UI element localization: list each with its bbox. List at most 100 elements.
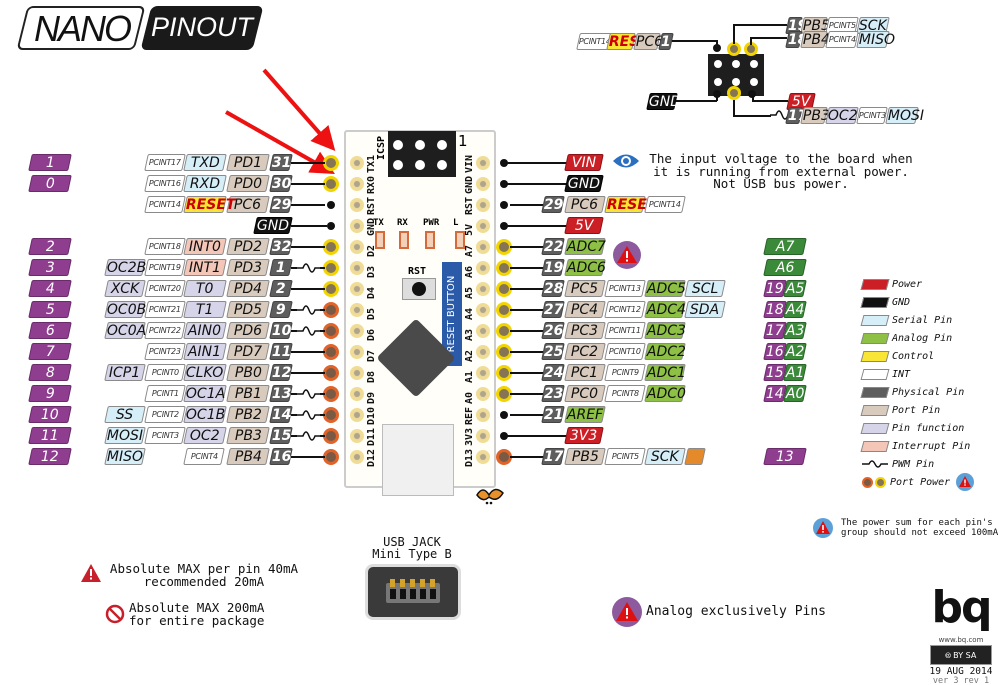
legend-label: GND xyxy=(892,296,911,308)
board-label-left: D12 xyxy=(366,448,377,467)
pin-dot xyxy=(327,222,335,230)
analog-pin-A1: A1 xyxy=(783,364,807,381)
board-pad-right xyxy=(476,198,490,212)
cc-license-badge[interactable]: 🅭 BY SA xyxy=(930,645,992,665)
max-package-note: Absolute MAX 200mA for entire package xyxy=(129,600,265,628)
board-pad-left xyxy=(350,177,364,191)
board-label-left: D4 xyxy=(366,286,377,299)
gnd-tag: GND xyxy=(564,175,604,192)
physical-pin-25: 25 xyxy=(541,343,565,360)
arduino-pin-5: 5 xyxy=(28,301,72,318)
function-OC1A: OC1A xyxy=(183,385,227,402)
pcint-PCINT3: PCINT3 xyxy=(856,107,888,124)
wire xyxy=(291,435,297,437)
board-pad-left xyxy=(350,240,364,254)
function-OC0A: OC0A xyxy=(104,322,146,339)
board-pad-left xyxy=(350,219,364,233)
wire xyxy=(510,204,543,206)
board-pad-left xyxy=(350,198,364,212)
analog-pin-A7: A7 xyxy=(763,238,807,255)
wire xyxy=(506,162,566,164)
board-label-right: A3 xyxy=(464,328,475,341)
led-icon xyxy=(425,231,435,249)
pwm-wave-icon xyxy=(297,305,323,315)
wire xyxy=(752,100,788,102)
port-power-pin xyxy=(323,302,339,318)
serial-SCK: SCK xyxy=(644,448,686,465)
icsp-pin-mosi xyxy=(727,86,741,100)
physical-pin-29: 29 xyxy=(541,196,565,213)
board-pad-left xyxy=(350,387,364,401)
wire xyxy=(291,225,327,227)
board-pad-right xyxy=(476,219,490,233)
board-pad-left xyxy=(350,366,364,380)
wire xyxy=(750,37,752,45)
analog-exclusive-icon xyxy=(612,597,642,627)
port-power-pin xyxy=(323,386,339,402)
legend-swatch xyxy=(860,422,890,434)
board-label-left: D8 xyxy=(366,370,377,383)
pcint-PCINT11: PCINT11 xyxy=(604,322,646,339)
icsp-board-pin xyxy=(437,140,447,150)
legend-label: PWM Pin xyxy=(892,458,935,470)
bq-logo: bq xyxy=(931,582,993,633)
function-OC1B: OC1B xyxy=(183,406,227,423)
pcint-PCINT19: PCINT19 xyxy=(144,259,186,276)
board-pad-right xyxy=(476,156,490,170)
pcint-PCINT2: PCINT2 xyxy=(144,406,186,423)
wire xyxy=(291,246,325,248)
legend-item: Pin function xyxy=(860,420,964,436)
pin-dot xyxy=(500,432,508,440)
legend-swatch xyxy=(860,440,890,452)
analog-AREF: AREF xyxy=(564,406,606,423)
pcint-PCINT13: PCINT13 xyxy=(604,280,646,297)
wire xyxy=(510,288,543,290)
legend-item: Interrupt Pin xyxy=(860,438,970,454)
legend-item: Physical Pin xyxy=(860,384,965,400)
wire xyxy=(291,162,325,164)
legend-label: Physical Pin xyxy=(892,386,965,398)
icsp-pin xyxy=(750,78,758,86)
wire xyxy=(510,246,543,248)
function-AIN0: AIN0 xyxy=(183,322,227,339)
pcint-PCINT8: PCINT8 xyxy=(604,385,646,402)
board-label-right: 5V xyxy=(464,223,475,236)
legend-item: Control xyxy=(860,348,934,364)
port-PB3: PB3 xyxy=(800,107,830,124)
wire xyxy=(752,94,754,101)
board-label-right: A5 xyxy=(464,286,475,299)
wire xyxy=(716,94,718,101)
port-power-pin xyxy=(323,323,339,339)
pcint-PCINT23: PCINT23 xyxy=(144,343,186,360)
pin-dot xyxy=(500,222,508,230)
physical-pin-9: 9 xyxy=(269,301,293,318)
led-builtin-icon xyxy=(684,448,706,465)
legend-item: Analog Pin xyxy=(860,330,952,346)
pcint-PCINT5: PCINT5 xyxy=(604,448,646,465)
pcint-PCINT14: PCINT14 xyxy=(144,196,186,213)
pcint-PCINT12: PCINT12 xyxy=(604,301,646,318)
port-PD1: PD1 xyxy=(226,154,270,171)
port-PC2: PC2 xyxy=(564,343,606,360)
board-label-right: A1 xyxy=(464,370,475,383)
wire xyxy=(510,309,543,311)
title-logo: NANO PINOUT xyxy=(14,6,264,54)
pwm-wave-icon xyxy=(297,326,323,336)
serial-SDA: SDA xyxy=(684,301,726,318)
physical-pin-1: 1 xyxy=(269,259,293,276)
wire xyxy=(510,372,543,374)
port-power-yellow-icon xyxy=(875,476,886,488)
analog-ADC3: ADC3 xyxy=(644,322,686,339)
board-label-right: 3V3 xyxy=(464,427,475,446)
analog-pin-A0: A0 xyxy=(783,385,807,402)
reset-button[interactable] xyxy=(402,278,436,300)
nano-board: ICSP 1 RST RESET BUTTON xyxy=(344,130,496,496)
physical-pin-23: 23 xyxy=(541,385,565,402)
board-label-left: D9 xyxy=(366,391,377,404)
mascot-icon xyxy=(475,487,505,505)
port-power-pin xyxy=(323,155,339,171)
interrupt-INT1: INT1 xyxy=(183,259,227,276)
arduino-pin-10: 10 xyxy=(28,406,72,423)
board-pad-left xyxy=(350,156,364,170)
function-ICP1: ICP1 xyxy=(104,364,146,381)
